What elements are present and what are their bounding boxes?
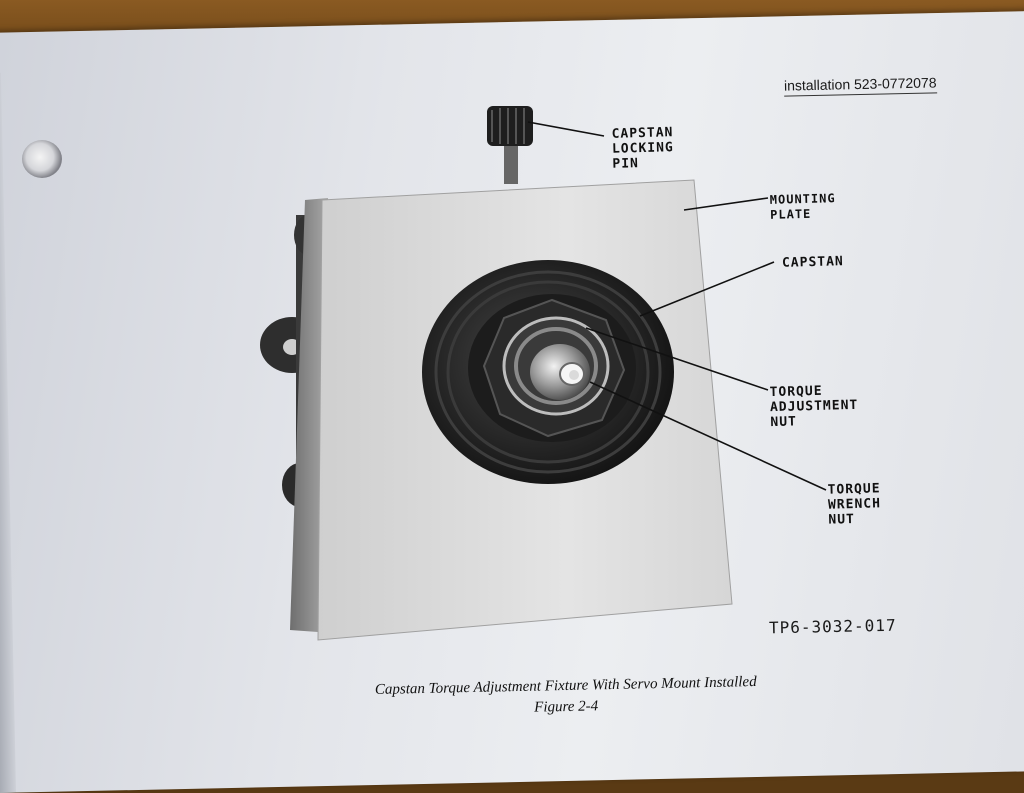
- capstan-locking-pin: [487, 106, 533, 184]
- callout-mounting-plate: MOUNTING PLATE: [769, 191, 836, 222]
- torque-wrench-nut: [530, 344, 590, 400]
- callout-torque-adjustment-nut: TORQUE ADJUSTMENT NUT: [769, 383, 859, 431]
- mounting-plate-edge: [290, 198, 328, 632]
- figure-id: TP6-3032-017: [768, 615, 897, 638]
- leader-lines: [527, 121, 827, 491]
- callout-capstan-locking-pin: CAPSTAN LOCKING PIN: [611, 125, 674, 172]
- callout-torque-wrench-nut: TORQUE WRENCH NUT: [827, 481, 882, 528]
- fixture-illustration: [260, 106, 827, 641]
- callout-capstan: CAPSTAN: [781, 254, 844, 271]
- punch-hole: [22, 140, 62, 178]
